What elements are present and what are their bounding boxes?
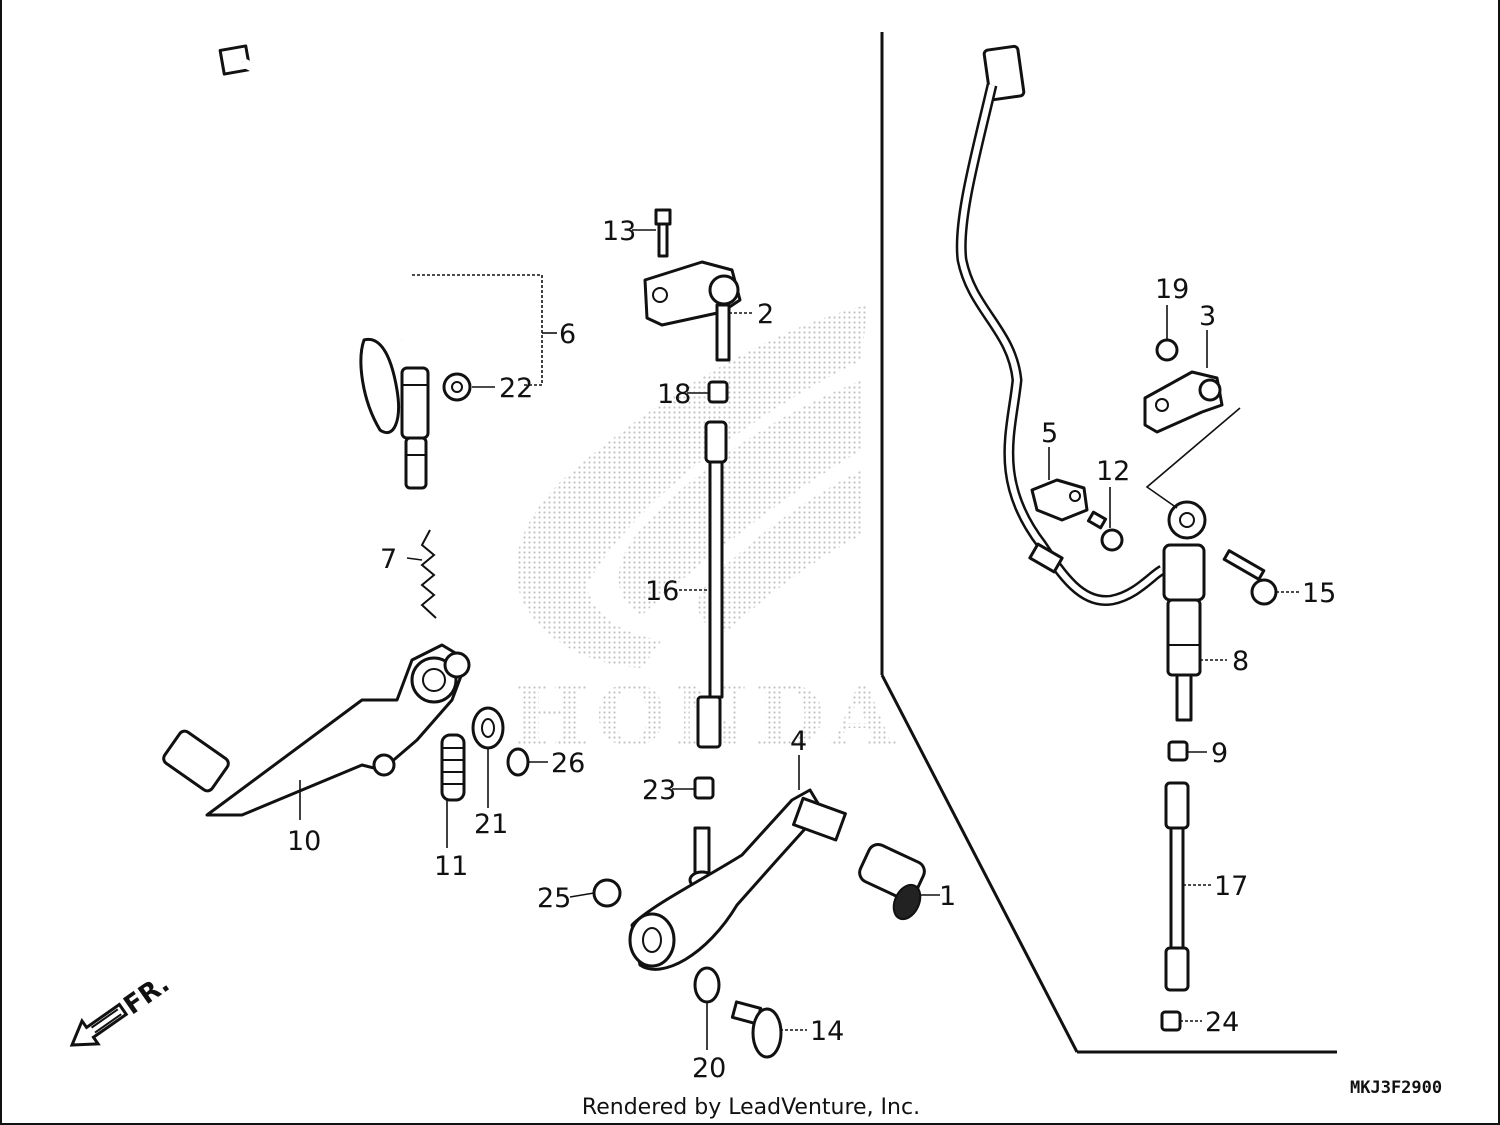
part-1-rubber [858, 842, 926, 921]
part-25-washer [592, 878, 622, 908]
callout-labels: 1 2 3 4 5 6 7 8 9 10 11 12 13 14 15 16 1… [287, 216, 1336, 1084]
callout-17: 17 [1214, 871, 1248, 902]
callout-9: 9 [1211, 738, 1228, 769]
callout-11: 11 [434, 851, 468, 882]
callout-20: 20 [692, 1053, 726, 1084]
part-18-nut [707, 380, 729, 404]
callout-10: 10 [287, 826, 321, 857]
callout-8: 8 [1232, 646, 1249, 677]
part-15-bolt [1222, 549, 1278, 606]
callout-5: 5 [1041, 418, 1058, 449]
part-22-nut [442, 372, 472, 402]
callout-25: 25 [537, 883, 571, 914]
callout-22: 22 [499, 373, 533, 404]
part-26-clip [506, 747, 530, 777]
part-10-brake-pedal [162, 643, 471, 817]
callout-23: 23 [642, 775, 676, 806]
sub-assembly-border [880, 32, 1337, 1054]
callout-21: 21 [474, 809, 508, 840]
part-7-spring [420, 529, 437, 619]
callout-12: 12 [1096, 456, 1130, 487]
part-12-bolt [1086, 510, 1124, 552]
callout-4: 4 [790, 726, 807, 757]
part-4-shift-arm [628, 788, 847, 971]
part-19-nut [1155, 338, 1179, 362]
part-6-shift-rod [218, 44, 430, 490]
leader-lines [299, 229, 1300, 1050]
front-arrow-icon: FR. [69, 969, 175, 1047]
callout-19: 19 [1155, 274, 1189, 305]
callout-3: 3 [1199, 301, 1216, 332]
callout-16: 16 [645, 576, 679, 607]
callout-2: 2 [757, 299, 774, 330]
callout-14: 14 [810, 1016, 844, 1047]
part-14-bolt [730, 1000, 783, 1059]
callout-26: 26 [551, 748, 585, 779]
part-20-washer [693, 966, 721, 1004]
callout-13: 13 [602, 216, 636, 247]
part-24-nut [1160, 1010, 1182, 1032]
callout-1: 1 [939, 881, 956, 912]
part-9-nut [1167, 740, 1189, 762]
part-3-arm-right [1143, 370, 1224, 434]
callout-15: 15 [1302, 578, 1336, 609]
part-17-rod [1164, 781, 1190, 992]
callout-24: 24 [1205, 1007, 1239, 1038]
honda-wing-watermark: HONDA [512, 305, 895, 765]
credit-text: Rendered by LeadVenture, Inc. [582, 1095, 920, 1120]
part-2-arm [643, 260, 742, 362]
callout-7: 7 [380, 544, 397, 575]
callout-6: 6 [559, 319, 576, 350]
callout-18: 18 [657, 379, 691, 410]
part-5-plate [1030, 478, 1089, 522]
part-13-bolt [654, 208, 672, 258]
diagram-code: MKJ3F2900 [1350, 1078, 1442, 1098]
part-21-washer [471, 706, 505, 750]
part-11-spring [440, 733, 466, 802]
part-16-rod [696, 420, 728, 749]
part-23-nut [693, 776, 715, 800]
part-8-rod-right [955, 44, 1207, 722]
